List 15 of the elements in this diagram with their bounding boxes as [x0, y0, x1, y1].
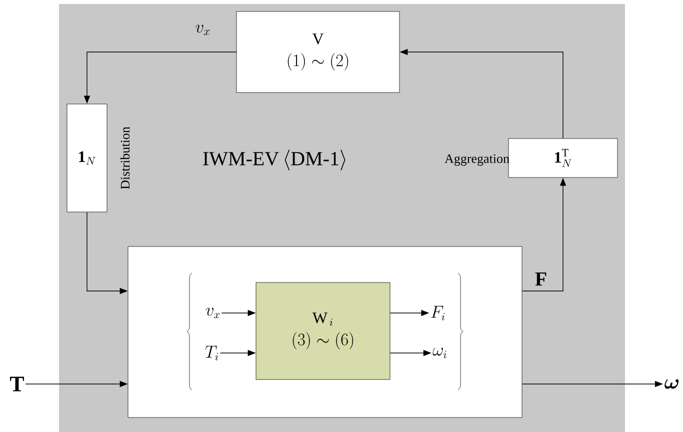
- output-label: $F_i$: [431, 306, 445, 320]
- side-label: Aggregation: [444, 154, 510, 166]
- output-label: $\omega_i$: [432, 348, 446, 358]
- output-label: $\boldsymbol{\omega}$: [664, 379, 679, 389]
- panel-label: $\mbox{IWM-EV}\left\langle\mbox{DM-1}\right\rangle$: [203, 150, 346, 170]
- process-box: V $(1)\sim(2)$: [236, 11, 400, 93]
- edge-label: $\mathbf{F}$: [535, 272, 546, 286]
- input-label: $T_i$: [205, 346, 218, 360]
- input-label: $v_x$: [206, 308, 220, 318]
- side-label: Distribution: [120, 126, 130, 190]
- process-box: $\mathrm{W}_{\,i}$ $(3)\sim(6)$: [256, 282, 390, 380]
- process-box: $\mathbf{1}_N$: [66, 104, 108, 212]
- edge-label: $v_x$: [196, 24, 210, 36]
- process-box: $\mathbf{1}_N^{\mathrm{T}}$: [508, 138, 618, 178]
- input-label: $\mathbf{T}$: [10, 376, 24, 392]
